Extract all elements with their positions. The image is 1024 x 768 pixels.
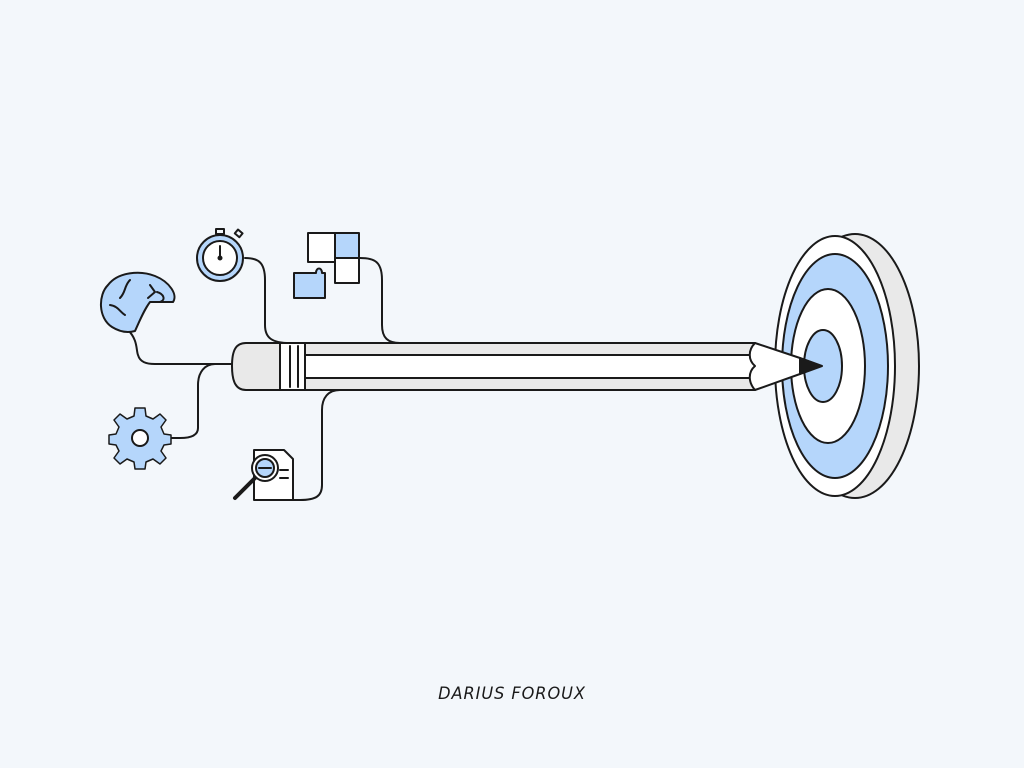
author-signature: DARIUS FOROUX	[438, 684, 586, 704]
stopwatch-icon	[196, 228, 244, 282]
brain-icon	[100, 271, 176, 333]
target-icon	[774, 233, 920, 499]
gear-icon	[108, 407, 172, 470]
document-search-icon	[233, 449, 294, 501]
puzzle-icon	[293, 232, 360, 299]
pencil-icon	[231, 342, 823, 391]
wires	[127, 257, 401, 501]
